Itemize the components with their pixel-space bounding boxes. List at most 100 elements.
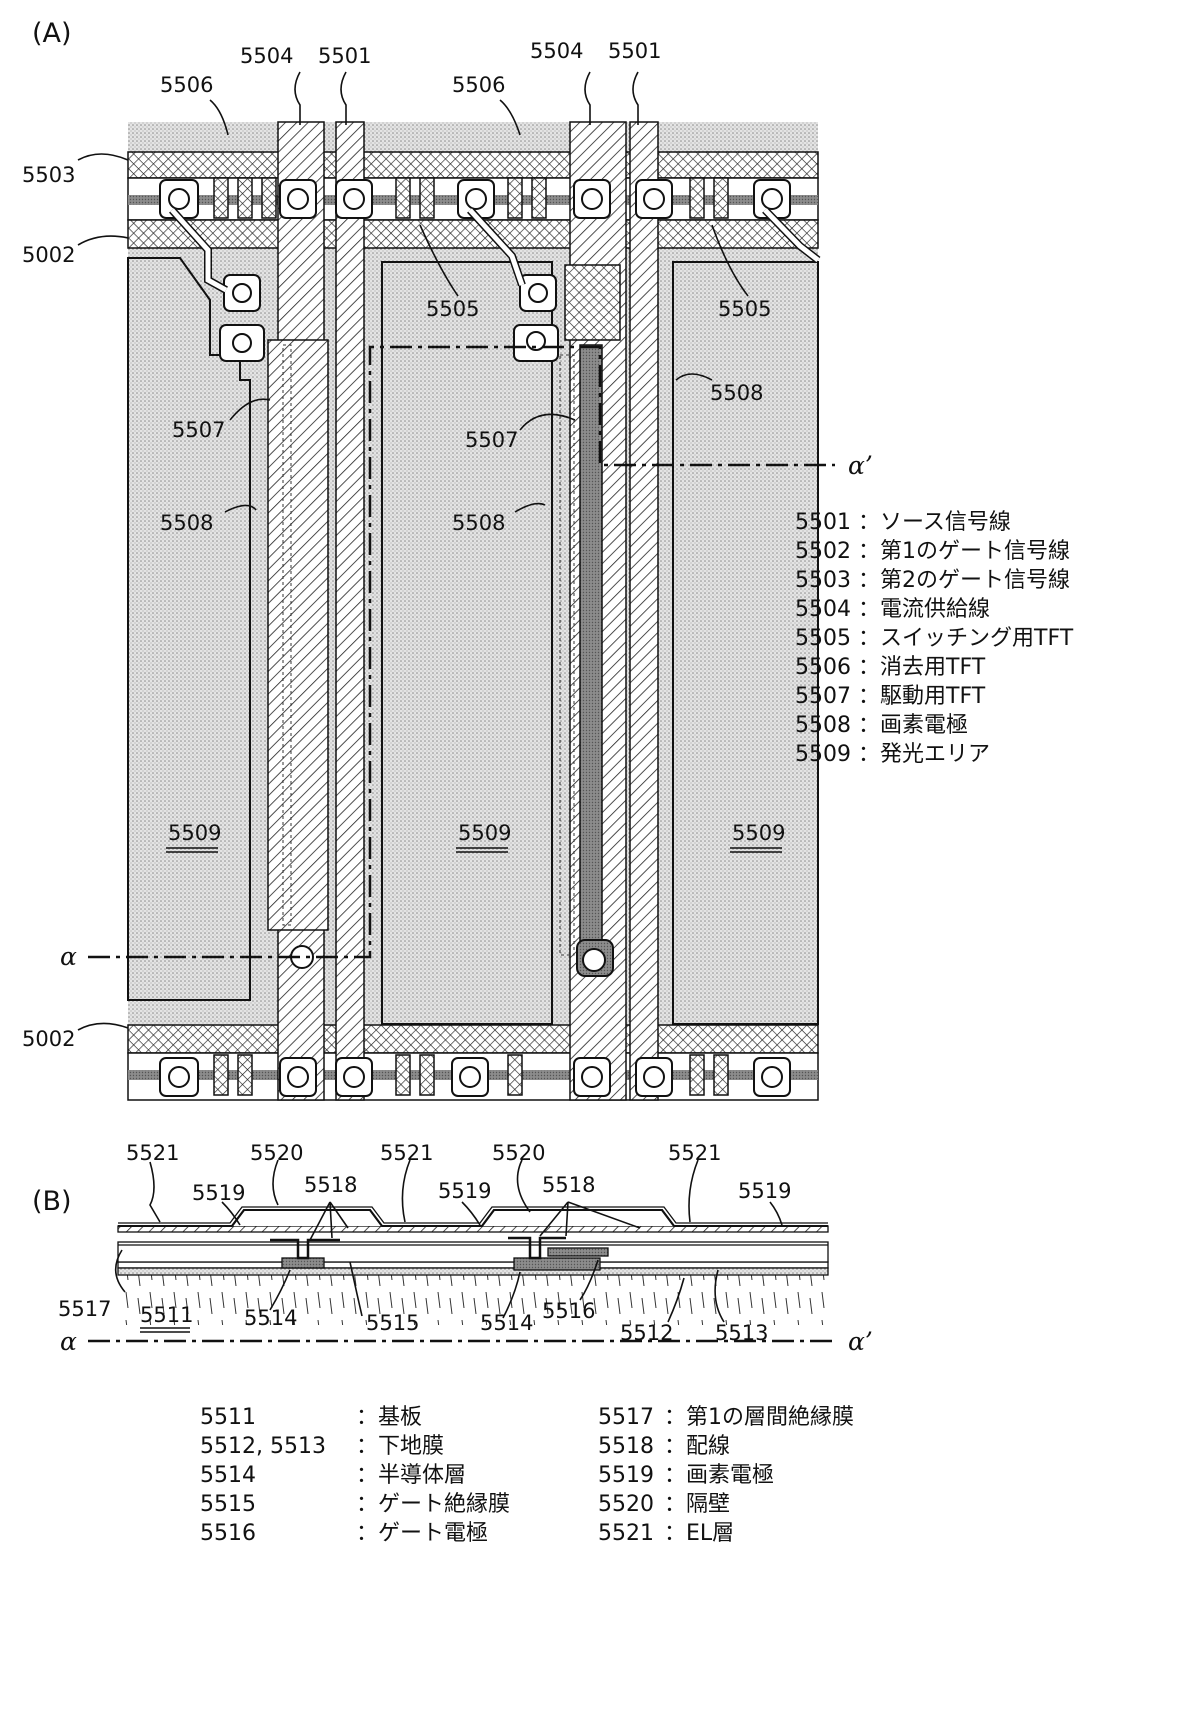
callout-5519: 5519 xyxy=(192,1181,245,1205)
callout-5518: 5518 xyxy=(304,1173,357,1197)
legend-a-text: ：発光エリア xyxy=(858,742,990,767)
callout-5506: 5506 xyxy=(452,73,505,97)
bank-5520-right xyxy=(482,1210,674,1226)
pixel-electrode-middle xyxy=(382,262,552,1024)
source-signal-line-1 xyxy=(336,122,364,1100)
base-film-5512 xyxy=(118,1262,828,1268)
callout-5513: 5513 xyxy=(715,1321,768,1345)
drive-tft-gate-middle xyxy=(580,345,602,955)
callout-5514: 5514 xyxy=(480,1311,533,1335)
legend-b-num: 5518 xyxy=(598,1434,654,1459)
legend-a-num: 5505 xyxy=(795,626,851,651)
legend-a-text: ：ソース信号線 xyxy=(858,510,1011,535)
alpha-prime-label: α’ xyxy=(848,451,873,480)
pixel-layout-plan xyxy=(88,122,835,1100)
legend-b-num: 5517 xyxy=(598,1405,654,1430)
callout-5507: 5507 xyxy=(172,418,225,442)
legend-b-text: ：第1の層間絶縁膜 xyxy=(664,1405,854,1430)
legend-b-text: ：EL層 xyxy=(664,1521,734,1546)
legend-b-text: ：配線 xyxy=(664,1434,730,1459)
legend-a: 5501 ：ソース信号線 5502 ：第1のゲート信号線 5503 ：第2のゲー… xyxy=(795,510,1074,767)
legend-b-text: ：ゲート絶縁膜 xyxy=(356,1492,510,1517)
callout-5517: 5517 xyxy=(58,1297,111,1321)
alpha-label: α xyxy=(60,942,77,971)
callout-5505: 5505 xyxy=(426,297,479,321)
callout-5521: 5521 xyxy=(668,1141,721,1165)
callout-5519: 5519 xyxy=(438,1179,491,1203)
callout-5515: 5515 xyxy=(366,1311,419,1335)
legend-b-num: 5514 xyxy=(200,1463,256,1488)
callout-5509: 5509 xyxy=(732,821,785,845)
callout-5504: 5504 xyxy=(530,39,583,63)
legend-b-text: ：半導体層 xyxy=(356,1463,466,1488)
drive-tft-junction xyxy=(565,265,620,340)
callout-5507: 5507 xyxy=(465,428,518,452)
callout-5521: 5521 xyxy=(380,1141,433,1165)
callout-5505: 5505 xyxy=(718,297,771,321)
source-signal-line-2 xyxy=(630,122,658,1100)
legend-b-num: 5515 xyxy=(200,1492,256,1517)
legend-a-num: 5504 xyxy=(795,597,851,622)
legend-a-text: ：第1のゲート信号線 xyxy=(858,539,1070,564)
callout-5508: 5508 xyxy=(710,381,763,405)
first-gate-line-bottom xyxy=(128,1025,818,1053)
second-gate-line xyxy=(128,152,818,178)
callout-5509: 5509 xyxy=(458,821,511,845)
legend-a-text: ：スイッチング用TFT xyxy=(858,626,1074,651)
callout-5511: 5511 xyxy=(140,1303,193,1327)
legend-b-num: 5516 xyxy=(200,1521,256,1546)
pixel-electrode-left xyxy=(128,258,250,1000)
callout-5508: 5508 xyxy=(452,511,505,535)
callout-5521: 5521 xyxy=(126,1141,179,1165)
legend-b-num: 5519 xyxy=(598,1463,654,1488)
base-film-5513 xyxy=(118,1268,828,1275)
legend-a-num: 5509 xyxy=(795,742,851,767)
callout-5518: 5518 xyxy=(542,1173,595,1197)
legend-b-num: 5521 xyxy=(598,1521,654,1546)
legend-b-text: ：基板 xyxy=(356,1405,422,1430)
legend-a-num: 5501 xyxy=(795,510,851,535)
callout-5512: 5512 xyxy=(620,1321,673,1345)
alpha-prime-label-b: α’ xyxy=(848,1327,873,1356)
callout-5509: 5509 xyxy=(168,821,221,845)
callout-5519: 5519 xyxy=(738,1179,791,1203)
callout-5520: 5520 xyxy=(250,1141,303,1165)
callout-5506: 5506 xyxy=(160,73,213,97)
legend-a-text: ：第2のゲート信号線 xyxy=(858,568,1070,593)
callout-5514: 5514 xyxy=(244,1306,297,1330)
alpha-label-b: α xyxy=(60,1327,77,1356)
callout-5516: 5516 xyxy=(542,1299,595,1323)
legend-a-num: 5506 xyxy=(795,655,851,680)
legend-b-text: ：隔壁 xyxy=(664,1492,730,1517)
legend-a-text: ：消去用TFT xyxy=(858,655,986,680)
contact-hole-drive xyxy=(583,949,605,971)
semiconductor-layer-2 xyxy=(514,1258,600,1270)
legend-b-num: 5511 xyxy=(200,1405,256,1430)
panel-a-label: (A) xyxy=(32,18,72,49)
callout-5501: 5501 xyxy=(608,39,661,63)
legend-a-text: ：電流供給線 xyxy=(858,597,990,622)
legend-b-text: ：ゲート電極 xyxy=(356,1521,488,1546)
callout-5504: 5504 xyxy=(240,44,293,68)
legend-a-num: 5503 xyxy=(795,568,851,593)
drive-tft-region-left xyxy=(268,340,328,930)
callout-5501: 5501 xyxy=(318,44,371,68)
legend-a-num: 5507 xyxy=(795,684,851,709)
callout-5503: 5503 xyxy=(22,163,75,187)
legend-a-num: 5508 xyxy=(795,713,851,738)
semiconductor-layer-1 xyxy=(282,1258,324,1268)
legend-b-num: 5520 xyxy=(598,1492,654,1517)
legend-a-text: ：画素電極 xyxy=(858,713,968,738)
legend-a-text: ：駆動用TFT xyxy=(858,684,986,709)
callout-5002: 5002 xyxy=(22,243,75,267)
legend-a-num: 5502 xyxy=(795,539,851,564)
legend-b: 5511 ：基板 5512, 5513 ：下地膜 5514 ：半導体層 5515… xyxy=(200,1405,854,1546)
callout-5002: 5002 xyxy=(22,1027,75,1051)
callout-5520: 5520 xyxy=(492,1141,545,1165)
callout-5508: 5508 xyxy=(160,511,213,535)
legend-b-num: 5512, 5513 xyxy=(200,1434,326,1459)
panel-b-label: (B) xyxy=(32,1186,72,1217)
gate-electrode xyxy=(548,1248,608,1256)
legend-b-text: ：下地膜 xyxy=(356,1434,444,1459)
